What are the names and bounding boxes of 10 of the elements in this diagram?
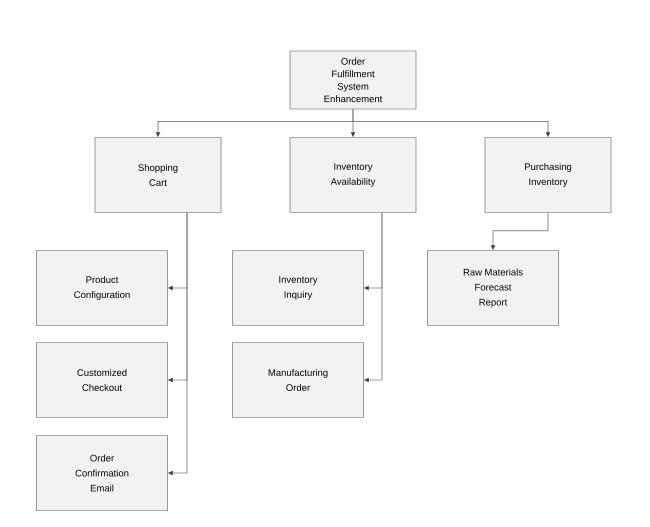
process-box: Order Fulfillment System Enhancement bbox=[290, 50, 416, 110]
process-box: Order Confirmation Email bbox=[36, 435, 168, 511]
process-box: Customized Checkout bbox=[36, 342, 168, 418]
process-box: Product Configuration bbox=[36, 250, 168, 326]
process-box: Inventory Availability bbox=[290, 137, 416, 213]
process-box: Shopping Cart bbox=[94, 137, 222, 213]
process-box: Purchasing Inventory bbox=[484, 137, 612, 213]
process-box: Inventory Inquiry bbox=[232, 250, 364, 326]
process-box: Raw Materials Forecast Report bbox=[427, 250, 559, 326]
process-box: Manufacturing Order bbox=[232, 342, 364, 418]
